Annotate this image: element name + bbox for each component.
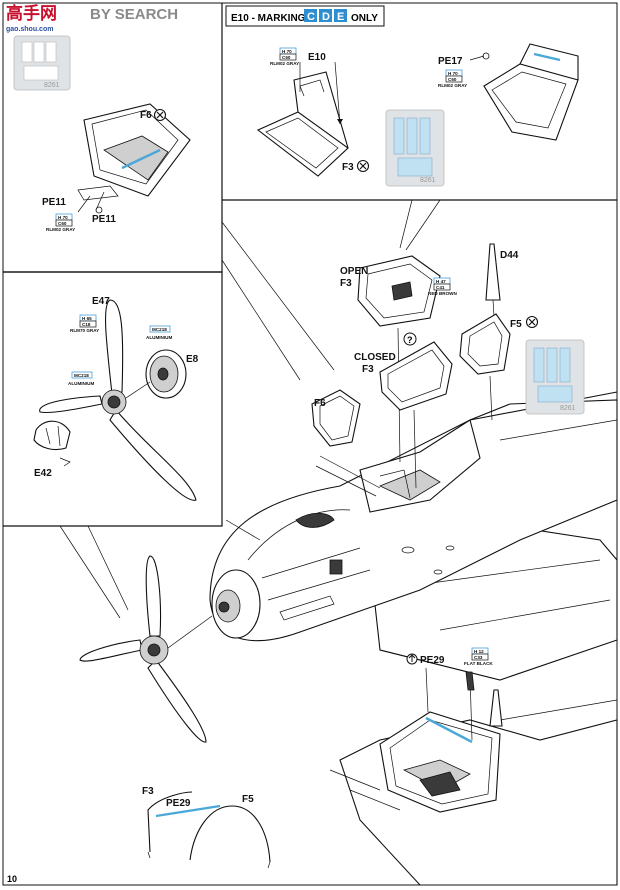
mask-thumbnail: 8261 (385, 109, 445, 187)
svg-text:RLM02 GRAY: RLM02 GRAY (270, 61, 299, 66)
svg-text:RLM70 GRAY: RLM70 GRAY (70, 328, 99, 333)
svg-text:C18: C18 (82, 322, 91, 327)
arrow-up-icon (406, 653, 418, 665)
mask-thumbnail: 8261 (525, 339, 585, 415)
svg-text:C41: C41 (436, 285, 445, 290)
svg-text:ALUMINIUM: ALUMINIUM (146, 335, 172, 340)
svg-text:H 47: H 47 (436, 279, 446, 284)
watermark-search: BY SEARCH (90, 6, 178, 23)
label-e42: E42 (34, 468, 52, 479)
header-prefix: E10 - MARKING (231, 13, 306, 24)
remove-icon (525, 315, 539, 329)
label-pe29: PE29 (420, 655, 445, 666)
header-letter-d: D (322, 11, 330, 23)
part-e42-cone (33, 420, 71, 467)
label-e8: E8 (186, 354, 199, 365)
canopy-installed-detail (329, 667, 618, 886)
color-callout-c41: H 47 C41 RED BROWN (428, 277, 458, 296)
svg-text:C60: C60 (282, 55, 291, 60)
label-closed: CLOSED (354, 352, 396, 363)
color-callout-c18: H 65 C18 RLM70 GRAY (70, 314, 99, 333)
canopy-side-part (311, 389, 361, 447)
svg-text:H 70: H 70 (58, 215, 68, 220)
label-f5-bot: F5 (242, 794, 254, 805)
mask-number: 8261 (44, 82, 60, 89)
part-d44-antenna (485, 243, 501, 317)
label-f3-open: F3 (340, 278, 352, 289)
svg-text:RLM02 GRAY: RLM02 GRAY (438, 83, 467, 88)
watermark-url: gao.shou.com (6, 26, 53, 33)
page-number: 10 (7, 874, 17, 884)
canopy-open-part (357, 255, 441, 463)
svg-text:RLM02 GRAY: RLM02 GRAY (46, 227, 75, 232)
svg-text:8261: 8261 (420, 177, 436, 184)
label-f6-top: F6 (140, 110, 152, 121)
label-d44: D44 (500, 250, 519, 261)
label-open: OPEN (340, 266, 368, 277)
part-e8-spinner (125, 349, 187, 399)
svg-text:H 12: H 12 (474, 649, 484, 654)
color-callout-c60-b: H 70 C60 RLM02 GRAY (270, 47, 299, 66)
watermark-brand: 高手网 (6, 3, 57, 23)
watermark: 高手网 BY SEARCH gao.shou.com (6, 3, 178, 33)
panel-top-right: E10 - MARKING C D E ONLY E10 H 70 C60 RL… (222, 5, 617, 201)
svg-text:?: ? (407, 335, 413, 345)
label-e47: E47 (92, 296, 110, 307)
svg-text:C33: C33 (474, 655, 483, 660)
canopy-rear-part (459, 313, 511, 421)
part-e47-propeller (39, 299, 197, 501)
svg-text:MC218: MC218 (152, 327, 167, 332)
windscreen-part (77, 103, 191, 214)
callout-leaders (59, 199, 441, 619)
header-letter-e: E (337, 11, 344, 23)
svg-text:H 65: H 65 (82, 316, 92, 321)
panel-propeller: E47 E8 E42 H 65 C18 RLM70 GRAY MC218 ALU… (3, 271, 223, 527)
label-pe11-b: PE11 (92, 214, 116, 225)
color-callout-c60-c: H 70 C60 RLM02 GRAY (438, 69, 467, 88)
svg-text:C60: C60 (58, 221, 67, 226)
label-f3-top: F3 (342, 162, 354, 173)
label-pe11-a: PE11 (42, 197, 66, 208)
label-e10: E10 (308, 52, 326, 63)
label-pe29-bot: PE29 (166, 798, 191, 809)
part-pe17 (469, 43, 579, 141)
color-callout-c33: H 12 C33 FLAT BLACK (464, 647, 493, 666)
svg-text:MC218: MC218 (74, 373, 89, 378)
svg-text:C60: C60 (448, 77, 457, 82)
header-letter-c: C (307, 11, 315, 23)
label-f3-closed: F3 (362, 364, 374, 375)
label-f6-mid: F6 (314, 398, 326, 409)
svg-text:8261: 8261 (560, 405, 576, 412)
svg-text:RED BROWN: RED BROWN (428, 291, 458, 296)
label-f5: F5 (510, 319, 522, 330)
part-e10 (256, 61, 349, 177)
aircraft-fuselage (79, 391, 618, 743)
remove-icon (153, 108, 167, 122)
svg-text:ALUMINIUM: ALUMINIUM (68, 381, 94, 386)
help-icon: ? (403, 332, 417, 346)
remove-icon (356, 159, 370, 173)
svg-text:H 70: H 70 (448, 71, 458, 76)
color-callout-c60: H 70 C60 RLM02 GRAY (46, 213, 75, 232)
marking-header: E10 - MARKING C D E ONLY (225, 5, 385, 27)
svg-text:H 70: H 70 (282, 49, 292, 54)
label-pe17: PE17 (438, 56, 463, 67)
header-suffix: ONLY (351, 13, 378, 24)
color-callout-aluminium-a: MC218 ALUMINIUM (146, 325, 172, 340)
mask-thumbnail: 8261 (13, 35, 71, 91)
canopy-closed-part (379, 341, 453, 489)
panel-top-left: 8261 F6 PE11 PE11 H 70 C60 RLM02 GRAY (3, 3, 223, 273)
color-callout-aluminium-b: MC218 ALUMINIUM (68, 371, 94, 386)
svg-text:FLAT BLACK: FLAT BLACK (464, 661, 493, 666)
label-f3-bot: F3 (142, 786, 154, 797)
frame-detail (147, 791, 271, 869)
